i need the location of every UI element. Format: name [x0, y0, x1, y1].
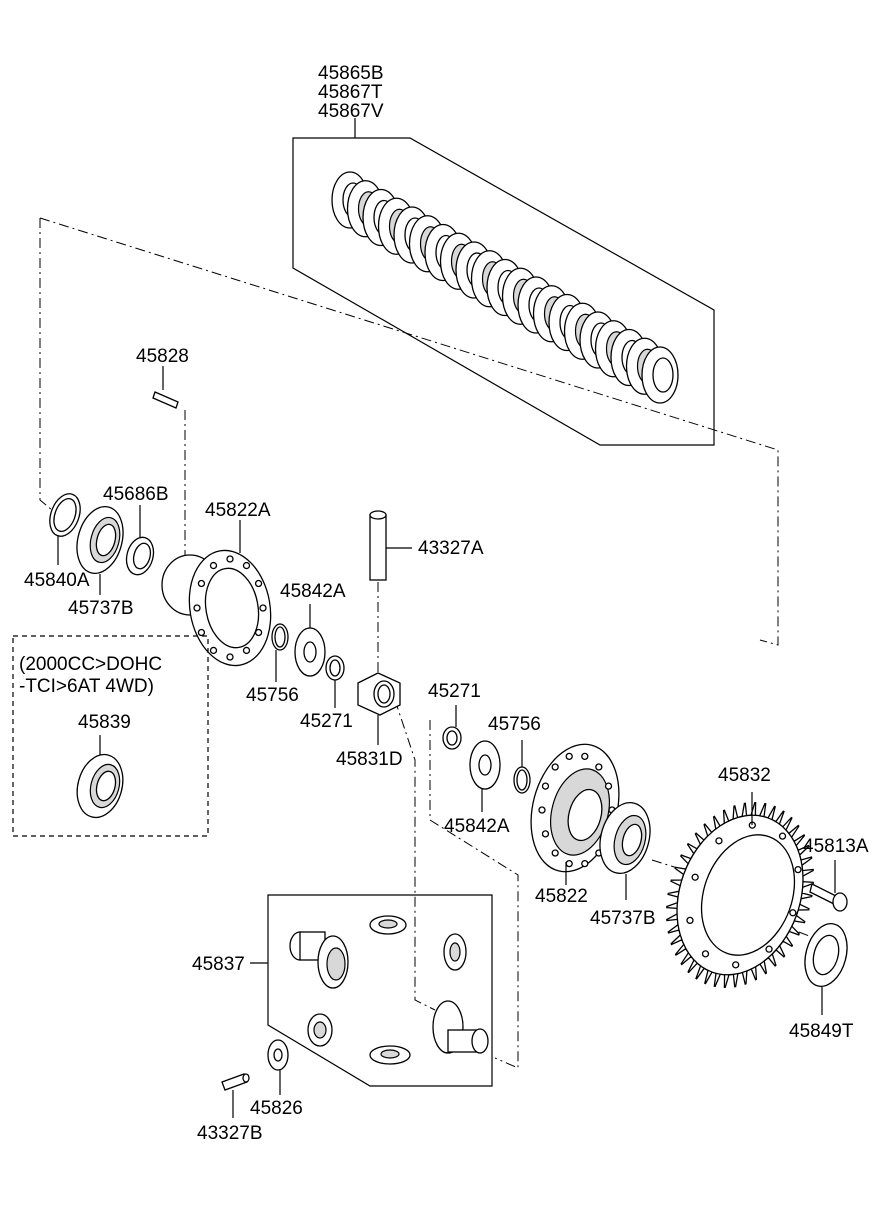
bolt-45813A: [809, 860, 848, 912]
pin-45828: [152, 366, 179, 409]
label-45837: 45837: [192, 954, 245, 975]
label-43327A: 43327A: [418, 538, 484, 559]
bolt-hole: [254, 628, 263, 637]
diff-case-45822: [530, 743, 620, 885]
bolt-hole: [226, 555, 234, 563]
option-note-line2: -TCI>6AT 4WD): [19, 676, 154, 697]
shaft-43327A: [369, 510, 412, 581]
label-45849T: 45849T: [789, 1021, 854, 1042]
snap-ring-45840A: [49, 493, 81, 565]
bolt-hole: [541, 782, 550, 790]
bolt-hole: [565, 752, 573, 761]
label-45842A-lower: 45842A: [444, 816, 510, 837]
gear-kit-45837: [250, 894, 493, 1087]
bolt-hole: [242, 561, 251, 570]
washer-45842A-upper: [294, 604, 326, 677]
label-45828: 45828: [136, 346, 189, 367]
bolt-hole: [581, 859, 589, 868]
ring-45271-left: [325, 655, 345, 708]
label-45839: 45839: [78, 712, 131, 733]
bolt-hole: [254, 579, 263, 588]
bolt-hole: [778, 832, 787, 840]
label-45271-right: 45271: [428, 681, 481, 702]
bearing-45737B-right: [599, 802, 651, 900]
bolt-hole: [595, 763, 603, 771]
ring-45271-right: [442, 705, 462, 750]
snap-ring-45756-left: [271, 623, 289, 682]
bolt-hole: [259, 604, 267, 612]
bolt-hole: [581, 752, 589, 761]
label-45826: 45826: [250, 1098, 303, 1119]
label-45756-left: 45756: [246, 685, 299, 706]
bolt-hole: [551, 849, 559, 857]
bolt-hole: [551, 763, 559, 771]
clutch-disc-pack: [292, 118, 715, 446]
bolt-hole: [794, 865, 802, 874]
washer-45826: [267, 1039, 289, 1095]
bolt-hole: [686, 916, 694, 925]
bolt-hole: [691, 873, 699, 881]
bolt-hole: [732, 961, 740, 969]
bolt-hole: [197, 579, 206, 588]
spider-45831D: [357, 672, 401, 745]
washer-45842A-lower: [469, 740, 501, 812]
bolt-hole: [604, 782, 613, 790]
option-note-line1: (2000CC>DOHC: [19, 654, 162, 675]
bolt-hole: [193, 604, 201, 612]
label-45832: 45832: [718, 765, 771, 786]
bolt-hole: [226, 653, 234, 661]
label-45840A: 45840A: [24, 570, 90, 591]
bolt-hole: [541, 830, 550, 838]
bolt-hole: [209, 646, 218, 655]
option-box: [12, 635, 209, 837]
clutch-disc: [641, 346, 679, 404]
snap-ring-45756-right: [513, 740, 531, 794]
label-45822: 45822: [535, 886, 588, 907]
label-45822A: 45822A: [205, 500, 271, 521]
bolt-hole: [765, 945, 773, 953]
bolt-hole: [242, 646, 251, 655]
label-45756-right: 45756: [488, 714, 541, 735]
label-45867V: 45867V: [318, 101, 384, 122]
label-45737B-right: 45737B: [590, 908, 656, 929]
ring-gear-45832: [666, 792, 814, 989]
washer-45849T: [804, 923, 848, 1015]
bolt-hole: [715, 837, 723, 845]
label-45867T: 45867T: [318, 82, 383, 103]
assembly-lines: [39, 217, 821, 1069]
bolt-hole: [565, 859, 573, 868]
bearing-45737B-left: [76, 506, 124, 595]
label-45686B: 45686B: [103, 484, 169, 505]
seal-45686B: [125, 505, 155, 576]
label-45737B-left: 45737B: [68, 598, 134, 619]
bolt-hole: [209, 561, 218, 570]
label-45271-left: 45271: [300, 711, 353, 732]
label-45865B: 45865B: [318, 63, 384, 84]
bolt-hole: [538, 806, 546, 814]
bolt-hole: [197, 628, 206, 637]
bolt-hole: [789, 909, 797, 917]
label-43327B: 43327B: [197, 1123, 263, 1144]
label-45842A-upper: 45842A: [280, 581, 346, 602]
diff-case-45822A: [161, 520, 272, 667]
bolt-hole: [701, 950, 710, 958]
label-45831D: 45831D: [336, 749, 403, 770]
pin-43327B: [221, 1073, 250, 1118]
label-45813A: 45813A: [803, 836, 869, 857]
